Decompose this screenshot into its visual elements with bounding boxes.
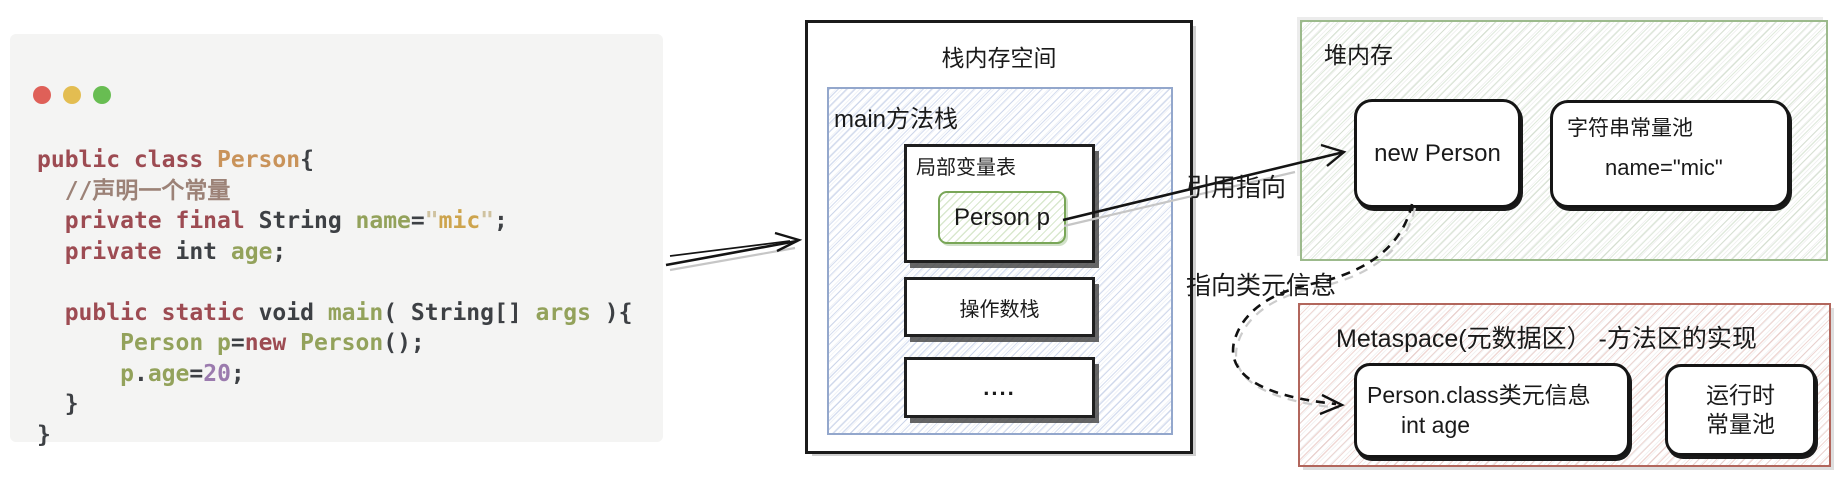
- class-info-box: Person.class类元信息 int age: [1354, 363, 1630, 458]
- person-p-box: Person p: [938, 191, 1066, 244]
- more-frames-box: ....: [904, 357, 1095, 418]
- heap-memory-title: 堆内存: [1324, 42, 1393, 68]
- metaspace-box: Metaspace(元数据区） -方法区的实现 Person.class类元信息…: [1298, 303, 1831, 467]
- local-variable-table-label: 局部变量表: [916, 157, 1016, 179]
- code-editor-panel: public class Person{ //声明一个常量 private fi…: [10, 34, 663, 448]
- main-method-frame: main方法栈 局部变量表 Person p 操作数栈 ....: [827, 87, 1173, 435]
- string-pool-box: 字符串常量池 name="mic": [1550, 100, 1790, 208]
- code-line: private final String name="mic";: [64, 208, 508, 234]
- stack-memory-title: 栈内存空间: [941, 45, 1057, 71]
- code-line: private int age;: [64, 238, 287, 265]
- code-line: Person p=new Person();: [120, 330, 425, 356]
- code-line: [37, 267, 632, 298]
- code-line: p.age=20;: [120, 360, 245, 387]
- runtime-pool-box: 运行时 常量池: [1665, 364, 1816, 456]
- metaspace-title: Metaspace(元数据区） -方法区的实现: [1336, 325, 1757, 353]
- code-lines: public class Person{ //声明一个常量 private fi…: [37, 145, 632, 450]
- class-meta-arrow-label: 指向类元信息: [1186, 272, 1337, 300]
- new-person-box: new Person: [1354, 99, 1521, 208]
- minimize-button[interactable]: [63, 86, 81, 104]
- code-line: public static void main( String[] args )…: [64, 299, 633, 326]
- code-line: }: [37, 421, 51, 448]
- code-to-stack-arrow: [665, 231, 803, 272]
- stack-memory-box: 栈内存空间 main方法栈 局部变量表 Person p 操作数栈 ....: [805, 20, 1193, 454]
- class-info-line2: int age: [1401, 412, 1471, 438]
- runtime-pool-line1: 运行时: [1706, 382, 1775, 408]
- operand-stack-box: 操作数栈: [904, 277, 1095, 337]
- local-variable-table-box: 局部变量表 Person p: [904, 144, 1095, 263]
- runtime-pool-line2: 常量池: [1706, 411, 1775, 437]
- code-line: public class Person{: [37, 147, 314, 173]
- close-button[interactable]: [33, 86, 51, 104]
- code-line: }: [37, 391, 79, 417]
- string-pool-title: 字符串常量池: [1567, 117, 1693, 140]
- code-line: //声明一个常量: [64, 177, 231, 204]
- maximize-button[interactable]: [93, 86, 111, 104]
- string-pool-value: name="mic": [1605, 155, 1723, 180]
- main-method-frame-label: main方法栈: [834, 106, 959, 133]
- traffic-lights: [33, 86, 111, 104]
- heap-memory-box: 堆内存 new Person 字符串常量池 name="mic": [1300, 20, 1828, 261]
- reference-arrow-label: 引用指向: [1186, 174, 1287, 202]
- class-info-line1: Person.class类元信息: [1367, 382, 1591, 408]
